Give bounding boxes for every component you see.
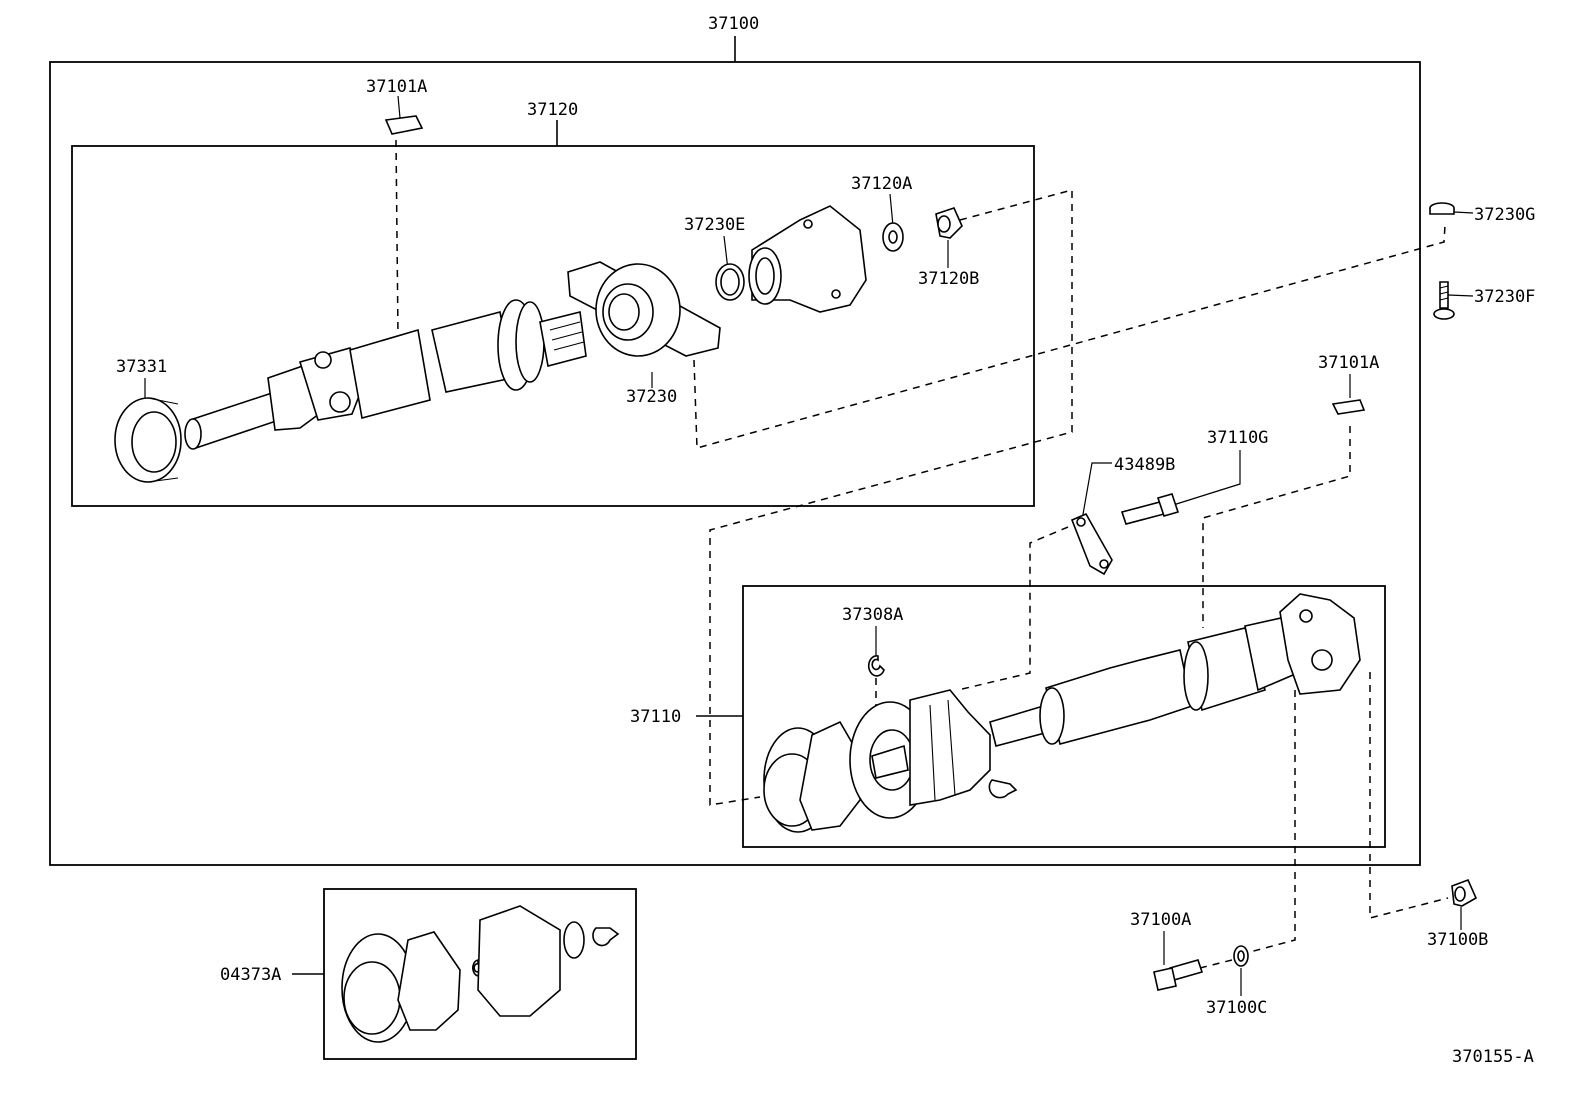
boot-clamp [988, 779, 1018, 799]
propeller-tube-section [349, 299, 587, 419]
label-37110: 37110 [630, 707, 681, 727]
intermediate-shaft [989, 649, 1193, 747]
kit-boot [477, 905, 585, 1017]
washer-37120A [882, 222, 904, 252]
label-43489B: 43489B [1114, 455, 1175, 475]
label-37100A: 37100A [1130, 910, 1191, 930]
label-37101A-right: 37101A [1318, 353, 1379, 373]
cv-boot [909, 689, 991, 806]
washer-37230G [1429, 202, 1455, 215]
label-37120B: 37120B [918, 269, 979, 289]
balance-weight-37101A-right [1331, 399, 1366, 415]
label-37331: 37331 [116, 357, 167, 377]
spacer-37230E [715, 263, 745, 301]
snap-ring-37308A [867, 655, 885, 677]
assembly-37100-box [49, 61, 1421, 866]
label-04373A: 04373A [220, 965, 281, 985]
washer-37100C [1233, 945, 1249, 967]
subassembly-37120-box [71, 145, 1035, 507]
bolt-37100A [1153, 959, 1204, 991]
bolt-37110G [1120, 493, 1180, 525]
balance-weight-37101A-top [384, 115, 424, 135]
label-37230: 37230 [626, 387, 677, 407]
label-37308A: 37308A [842, 605, 903, 625]
flange-yoke [748, 205, 867, 313]
label-37230E: 37230E [684, 215, 745, 235]
figure-id: 370155-A [1452, 1047, 1534, 1067]
kit-gasket [397, 931, 461, 1031]
kit-flange-plate [341, 933, 415, 1043]
label-37120: 37120 [527, 100, 578, 120]
label-37230F: 37230F [1474, 287, 1535, 307]
label-37100: 37100 [708, 14, 759, 34]
cv-gasket [799, 720, 863, 831]
label-37230G: 37230G [1474, 205, 1535, 225]
label-37100C: 37100C [1206, 998, 1267, 1018]
label-37101A-top: 37101A [366, 77, 427, 97]
label-37120A: 37120A [851, 174, 912, 194]
bolt-37230F [1433, 281, 1455, 320]
bracket-43489B [1070, 512, 1113, 576]
label-37100B: 37100B [1427, 930, 1488, 950]
center-bearing-37230 [567, 261, 721, 357]
nut-37120B [935, 207, 963, 239]
label-37110G: 37110G [1207, 428, 1268, 448]
rear-universal-joint [1279, 593, 1361, 695]
kit-boot-clamp [592, 927, 620, 947]
nut-37100B [1451, 878, 1478, 907]
oil-seal-37331 [114, 397, 182, 483]
